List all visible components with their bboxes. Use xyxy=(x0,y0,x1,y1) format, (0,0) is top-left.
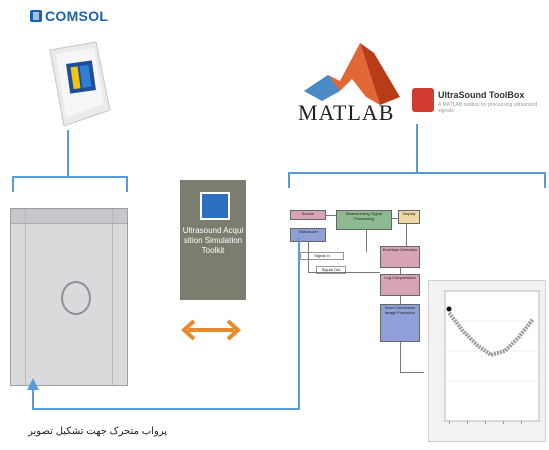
feedback-arrow-icon xyxy=(27,378,39,410)
comsol-logo: COMSOL xyxy=(30,6,130,26)
comsol-mark-icon xyxy=(30,10,42,22)
source-block[interactable]: Source xyxy=(290,210,326,220)
matlab-bracket xyxy=(288,172,546,188)
log-compression-block[interactable]: Log Compression xyxy=(380,274,420,296)
wire-label-out: Signal Out xyxy=(316,266,346,274)
comsol-logo-text: COMSOL xyxy=(45,8,109,24)
transducer-block[interactable]: Transducer xyxy=(290,228,326,242)
scan-conversion-block[interactable]: Scan Conversion Image Formation xyxy=(380,304,420,342)
plot-canvas xyxy=(444,290,540,424)
simulation-app-icon[interactable]: Ultrasound Acquisition Simulation Toolki… xyxy=(180,180,246,300)
simulink-diagram: Source Transducer Beamforming Signal Pro… xyxy=(286,200,426,380)
simulation-app-label: Ultrasound Acquisition Simulation Toolki… xyxy=(182,226,244,255)
comsol-model-geometry xyxy=(10,208,128,386)
matlab-logo-icon xyxy=(304,43,400,105)
app-logo-icon xyxy=(200,192,230,220)
image-plot xyxy=(428,280,546,442)
feedback-line-horizontal xyxy=(32,408,300,410)
feedback-line-vertical xyxy=(298,238,300,410)
ultrasound-cube-icon xyxy=(412,88,434,112)
wire-label-in: Signal In xyxy=(300,252,344,260)
matlab-connector xyxy=(416,124,418,172)
display-block[interactable]: Display xyxy=(398,210,420,224)
comsol-bracket xyxy=(12,176,128,192)
ultrasound-subtitle: A MATLAB toolbox for processing ultrasou… xyxy=(438,102,538,114)
ultrasound-toolbox-logo: UltraSound ToolBox A MATLAB toolbox for … xyxy=(410,84,542,118)
matlab-wordmark: MATLAB xyxy=(298,100,395,125)
inclusion-circle xyxy=(61,281,91,315)
double-arrow-icon xyxy=(181,319,241,341)
comsol-app-icon xyxy=(49,41,111,127)
ultrasound-title: UltraSound ToolBox xyxy=(438,90,525,100)
feedback-label: پرواب متحرک جهت تشکیل تصویر xyxy=(28,426,168,437)
envelope-block[interactable]: Envelope Detection xyxy=(380,246,420,268)
beamforming-block[interactable]: Beamforming Signal Processing xyxy=(336,210,392,230)
comsol-connector xyxy=(67,130,69,176)
